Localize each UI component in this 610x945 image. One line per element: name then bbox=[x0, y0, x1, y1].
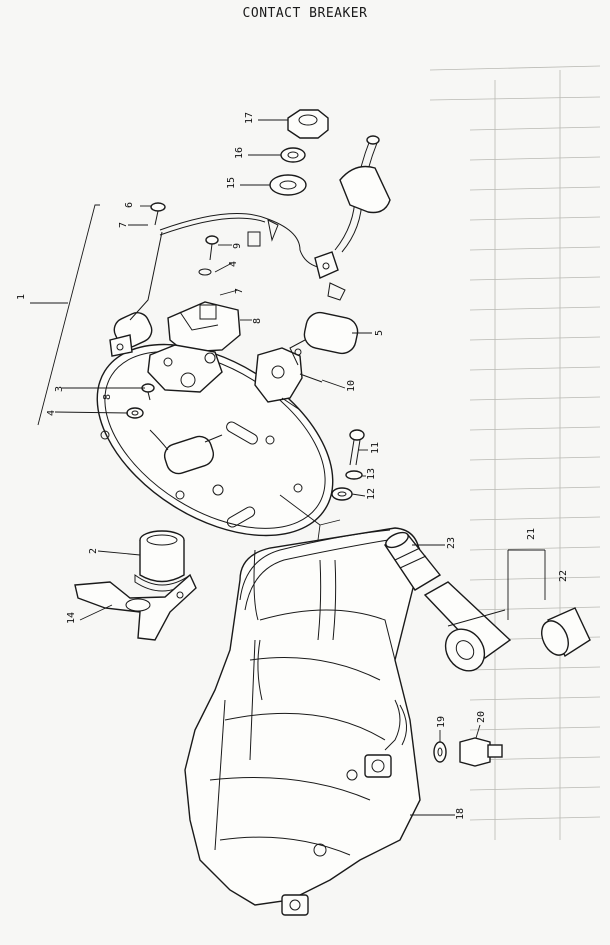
callout-1: 1 bbox=[16, 294, 27, 300]
pipe-21 bbox=[423, 581, 512, 672]
callout-15: 15 bbox=[226, 177, 237, 189]
group-bracket bbox=[37, 204, 100, 426]
condenser-upper-left bbox=[109, 312, 153, 357]
lead-wire bbox=[129, 213, 346, 321]
callout-8-lower: 8 bbox=[102, 394, 113, 400]
callout-7-upper: 7 bbox=[234, 288, 245, 294]
callout-10: 10 bbox=[346, 380, 357, 392]
callout-8: 8 bbox=[252, 318, 263, 324]
page-title: CONTACT BREAKER bbox=[242, 6, 368, 21]
callout-20: 20 bbox=[476, 711, 487, 723]
callout-2: 2 bbox=[88, 548, 99, 554]
callout-7: 7 bbox=[118, 222, 129, 228]
condenser-right bbox=[289, 311, 359, 366]
callout-19: 19 bbox=[436, 716, 447, 728]
screw-6 bbox=[150, 202, 166, 226]
breaker-assembly bbox=[147, 301, 241, 393]
group-bracket-lower-b bbox=[319, 519, 341, 526]
callouts: 1 2 3 4 5 6 7 8 9 10 11 12 13 14 15 16 1… bbox=[16, 112, 569, 820]
callout-12: 12 bbox=[366, 488, 377, 500]
leader-lines bbox=[30, 119, 481, 816]
bleed-through-table bbox=[429, 65, 601, 840]
washer-19 bbox=[433, 741, 447, 763]
callout-21: 21 bbox=[526, 528, 537, 540]
callout-11: 11 bbox=[370, 442, 381, 454]
cap-22 bbox=[541, 607, 591, 658]
harness-lower bbox=[239, 529, 407, 751]
screw-9 bbox=[198, 235, 219, 276]
callout-23: 23 bbox=[446, 537, 457, 549]
spring-plate bbox=[74, 573, 197, 641]
callout-16: 16 bbox=[234, 147, 245, 159]
callout-4: 4 bbox=[46, 410, 57, 416]
washer-16 bbox=[280, 147, 306, 163]
callout-13: 13 bbox=[366, 468, 377, 480]
grommet-lead bbox=[334, 135, 391, 253]
washer-13 bbox=[345, 470, 363, 480]
callout-4-upper: 4 bbox=[228, 261, 239, 267]
washer-4-lower bbox=[126, 407, 144, 419]
advancer-cylinder bbox=[134, 530, 191, 592]
housing bbox=[184, 527, 421, 916]
callout-18: 18 bbox=[455, 808, 466, 820]
callout-5: 5 bbox=[374, 330, 385, 336]
callout-3: 3 bbox=[54, 386, 65, 392]
plug-20 bbox=[459, 737, 503, 767]
callout-14: 14 bbox=[66, 612, 77, 624]
nut-17 bbox=[287, 109, 329, 139]
callout-9: 9 bbox=[232, 243, 243, 249]
bracket-21-22 bbox=[507, 549, 546, 620]
tube-23 bbox=[383, 531, 442, 591]
callout-22: 22 bbox=[558, 570, 569, 582]
washer-15 bbox=[269, 174, 307, 196]
washer-12 bbox=[331, 487, 353, 501]
callout-17: 17 bbox=[244, 112, 255, 124]
condenser-on-plate bbox=[149, 429, 223, 475]
screw-11 bbox=[349, 429, 365, 466]
callout-6: 6 bbox=[124, 202, 135, 208]
breaker-arm-right bbox=[254, 347, 323, 411]
